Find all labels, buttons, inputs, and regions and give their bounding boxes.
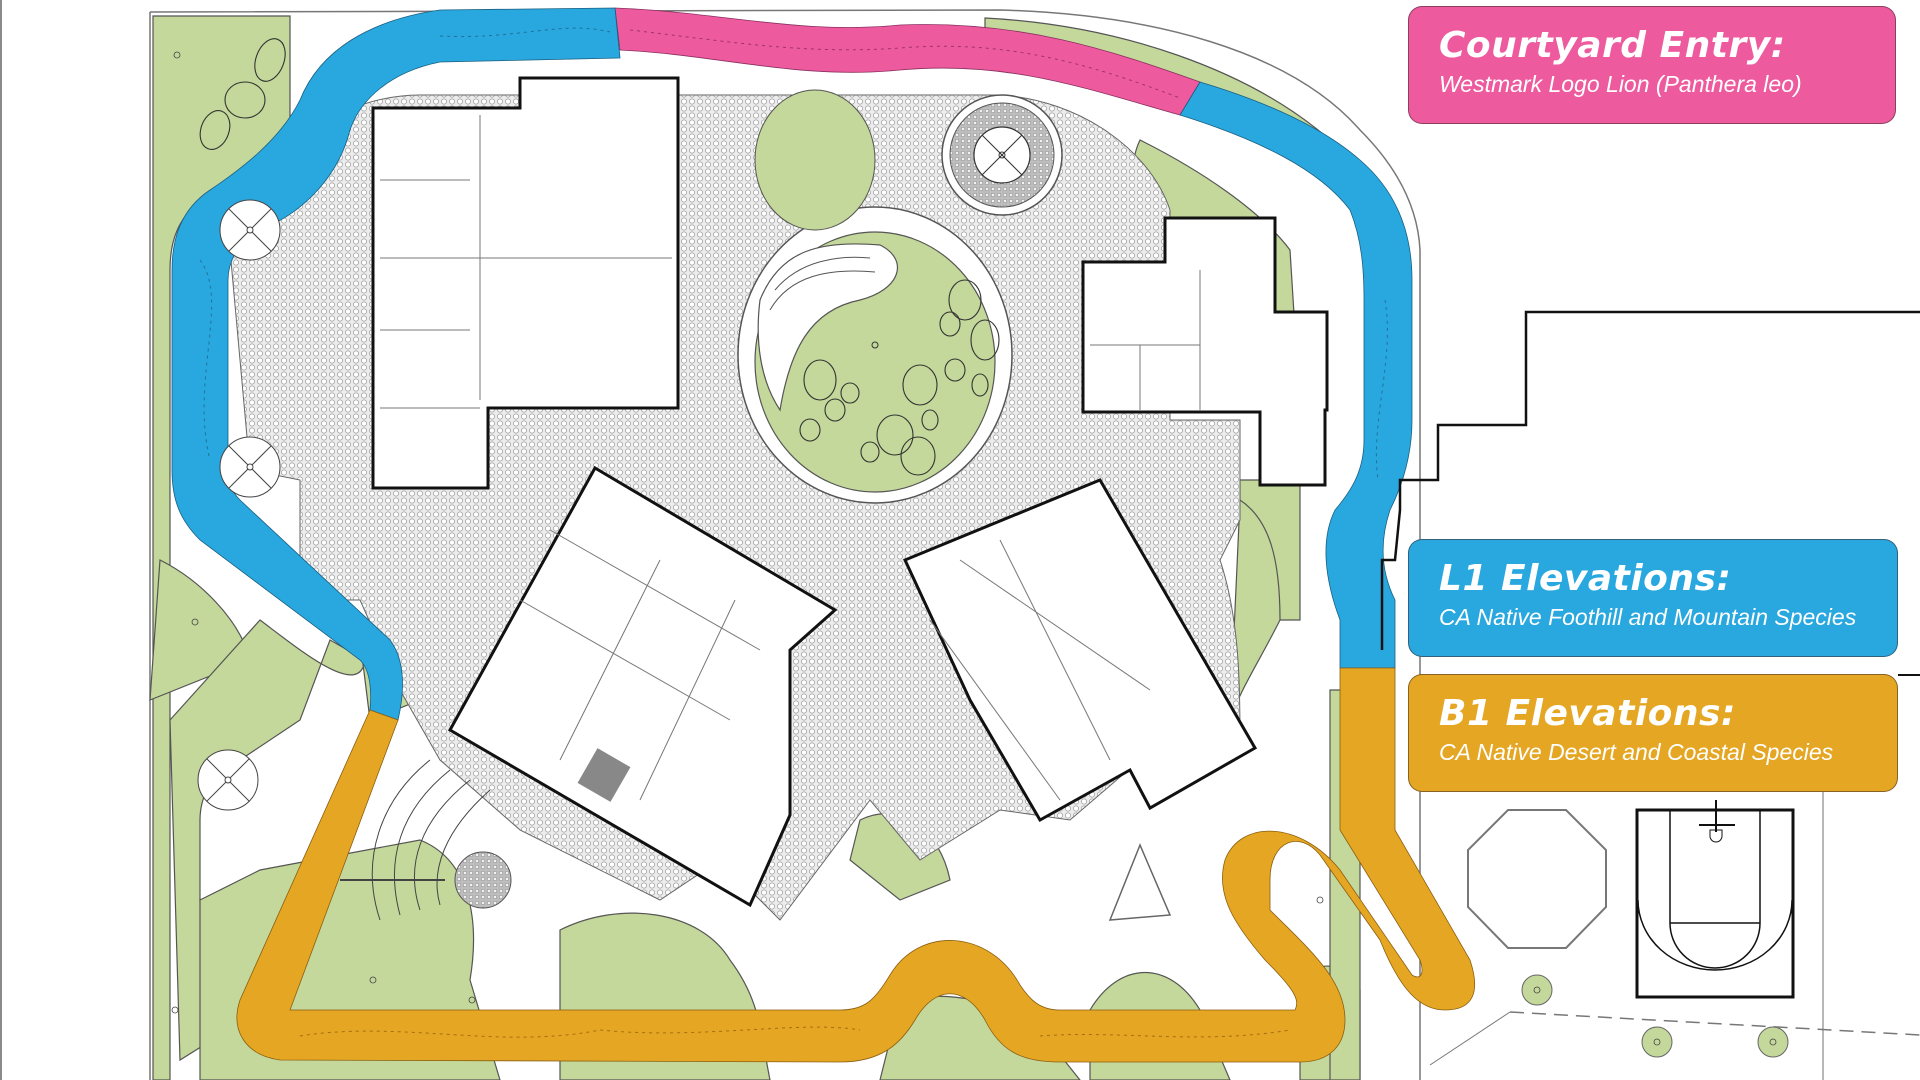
round-paved-pad xyxy=(454,851,512,909)
legend-l1-elevations: L1 Elevations: CA Native Foothill and Mo… xyxy=(1408,539,1898,657)
adjacent-building-outline xyxy=(1380,310,1920,650)
central-circular-garden xyxy=(737,206,1013,504)
boulders xyxy=(199,38,286,150)
orange-path-segment xyxy=(236,667,1476,1063)
half-basketball-court xyxy=(1635,800,1795,999)
legend-b1-title: B1 Elevations: xyxy=(1439,693,1736,734)
amphitheater-seating xyxy=(340,759,491,921)
page-left-border xyxy=(0,0,2,1080)
legend-courtyard-entry: Courtyard Entry: Westmark Logo Lion (Pan… xyxy=(1408,6,1896,124)
site-boundary xyxy=(149,9,1421,1080)
triangle-sculpture xyxy=(1108,843,1172,921)
building-interior-walls xyxy=(380,115,1201,801)
legend-courtyard-title: Courtyard Entry: xyxy=(1439,25,1786,66)
legend-b1-subtitle: CA Native Desert and Coastal Species xyxy=(1439,739,1834,765)
path-trail-markings xyxy=(199,27,1388,481)
legend-l1-title: L1 Elevations: xyxy=(1439,558,1732,599)
stair-grate xyxy=(577,748,631,802)
umbrella-planters xyxy=(197,199,281,811)
octagon-pad xyxy=(1467,809,1607,949)
legend-b1-elevations: B1 Elevations: CA Native Desert and Coas… xyxy=(1408,674,1898,792)
trees xyxy=(1521,974,1789,1058)
round-seating-plaza xyxy=(941,94,1063,216)
oval-lawn xyxy=(754,89,876,231)
legend-courtyard-subtitle: Westmark Logo Lion (Panthera leo) xyxy=(1439,71,1802,97)
legend-l1-subtitle: CA Native Foothill and Mountain Species xyxy=(1439,604,1857,630)
